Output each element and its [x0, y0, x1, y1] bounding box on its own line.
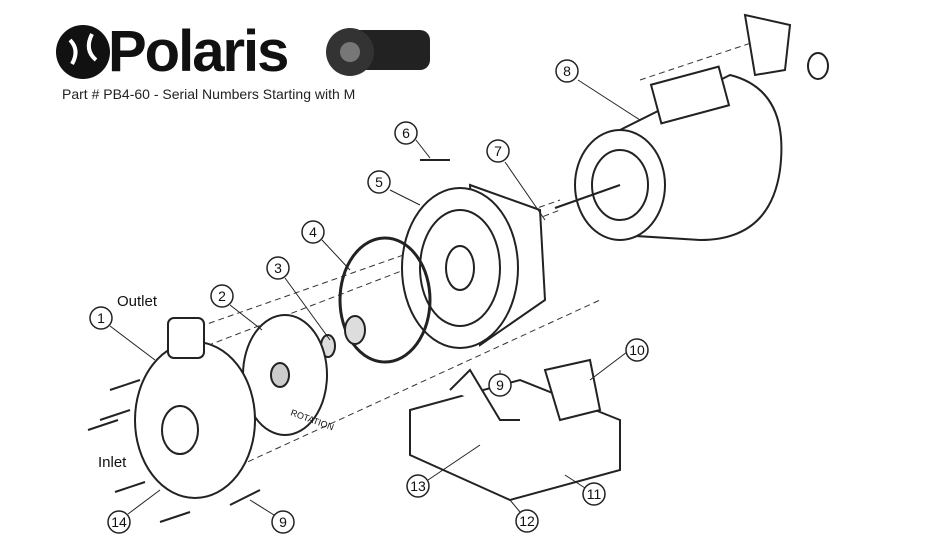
pump-housing [134, 317, 256, 499]
callout-2: 2 [218, 288, 226, 304]
leader-lines [109, 79, 641, 516]
inlet-label: Inlet [98, 454, 127, 471]
part-number-subtitle: Part # PB4-60 - Serial Numbers Starting … [62, 86, 356, 102]
callout-9-bolt: 9 [279, 514, 287, 530]
motor-base [409, 358, 621, 502]
motor [554, 65, 783, 242]
callout-5: 5 [375, 174, 383, 190]
callout-8: 8 [563, 63, 571, 79]
callout-6: 6 [402, 125, 410, 141]
callout-circles [89, 59, 649, 534]
callout-11: 11 [587, 486, 602, 502]
brand-logo: Polaris [108, 19, 289, 84]
callout-7: 7 [494, 143, 502, 159]
callout-3: 3 [274, 260, 282, 276]
outlet-label: Outlet [117, 293, 158, 310]
callout-9-nut: 9 [496, 377, 504, 393]
pump-photo [326, 28, 430, 76]
callout-13: 13 [410, 478, 426, 494]
impeller: ROTATION [242, 314, 335, 436]
callout-12: 12 [519, 513, 535, 529]
callout-1: 1 [97, 310, 105, 326]
end-cover [743, 13, 829, 80]
o-ring [338, 236, 432, 364]
polaris-logo-icon [56, 25, 110, 79]
callout-10: 10 [629, 342, 645, 358]
callout-14: 14 [111, 514, 127, 530]
callout-4: 4 [309, 224, 317, 240]
